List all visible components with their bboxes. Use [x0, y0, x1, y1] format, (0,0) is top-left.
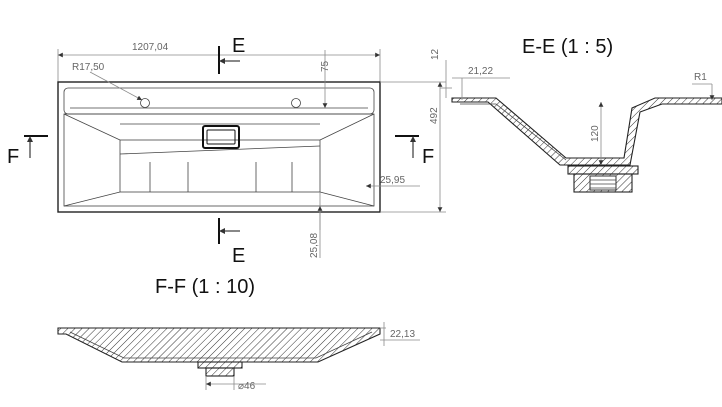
tap-hole-left	[140, 98, 150, 108]
dim-25-08: 25,08	[309, 233, 320, 258]
section-f-right: F	[422, 146, 434, 168]
dim-length: 1207,04	[132, 42, 169, 53]
section-e-top: E	[232, 35, 245, 57]
dim-21-22: 21,22	[468, 66, 493, 77]
section-ee: E-E (1 : 5) 12 21,22 R1 120	[430, 36, 722, 193]
title-ff: F-F (1 : 10)	[155, 276, 255, 298]
dim-dia-46: ⌀46	[238, 381, 256, 392]
dim-12: 12	[430, 48, 441, 60]
dim-25-95: 25,95	[380, 175, 405, 186]
section-ff: F-F (1 : 10) 22,13 ⌀46	[57, 276, 420, 392]
dim-120: 120	[590, 125, 601, 142]
basin-outline	[57, 81, 381, 213]
dim-75: 75	[320, 60, 331, 72]
tap-hole-right	[291, 98, 301, 108]
drain-slot	[202, 125, 240, 149]
plan-view: 1207,04 R17,50 75	[7, 35, 446, 267]
title-ee: E-E (1 : 5)	[522, 36, 613, 58]
dim-r1: R1	[694, 72, 707, 83]
dim-radius-hole: R17,50	[72, 62, 105, 73]
section-f-left: F	[7, 146, 19, 168]
dim-22-13: 22,13	[390, 329, 415, 340]
dim-492: 492	[429, 107, 440, 124]
section-e-bottom: E	[232, 245, 245, 267]
